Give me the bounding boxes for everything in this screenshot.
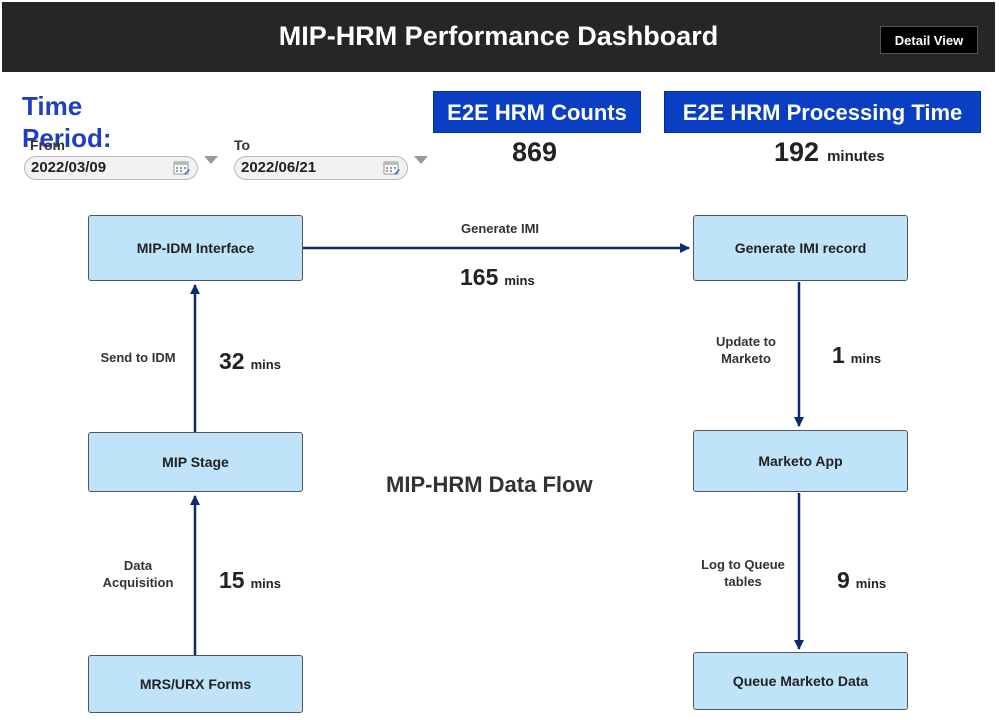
calendar-icon[interactable]: [383, 160, 401, 176]
edge-metric-unit: mins: [250, 357, 281, 372]
e2e-processing-value: 192 minutes: [774, 137, 885, 168]
node-mip-stage: MIP Stage: [88, 432, 303, 492]
dashboard-header: MIP-HRM Performance Dashboard Detail Vie…: [2, 2, 995, 72]
e2e-processing-header: E2E HRM Processing Time: [664, 91, 981, 133]
detail-view-button[interactable]: Detail View: [880, 26, 978, 54]
edge-metric-update-to-marketo: 1 mins: [832, 342, 881, 369]
edge-metric-generate-imi: 165 mins: [460, 264, 535, 291]
processing-time-unit: minutes: [827, 148, 885, 165]
edge-metric-value: 165: [460, 264, 499, 290]
from-date-input[interactable]: 2022/03/09: [24, 156, 198, 180]
to-date-value: 2022/06/21: [241, 159, 317, 176]
edge-metric-unit: mins: [855, 576, 887, 591]
node-generate-imi-record: Generate IMI record: [693, 215, 908, 281]
calendar-icon[interactable]: [173, 160, 191, 176]
node-queue-marketo-data: Queue Marketo Data: [693, 652, 908, 710]
edge-metric-unit: mins: [250, 576, 281, 591]
edge-metric-log-to-queue: 9 mins: [837, 567, 886, 594]
edge-metric-unit: mins: [850, 351, 882, 366]
to-date-input[interactable]: 2022/06/21: [234, 156, 408, 180]
node-mrs-urx-forms: MRS/URX Forms: [88, 655, 303, 713]
edge-label-log-to-queue: Log to Queue tables: [701, 557, 785, 589]
edge-label-data-acquisition: Data Acquisition: [102, 558, 174, 590]
edge-metric-value: 9: [837, 567, 850, 593]
edge-metric-data-acquisition: 15 mins: [219, 567, 281, 594]
edge-label-update-to-marketo: Update to Marketo: [716, 334, 776, 366]
edge-metric-send-to-idm: 32 mins: [219, 348, 281, 375]
from-label: From: [30, 137, 65, 153]
edge-metric-value: 1: [832, 342, 845, 368]
edge-metric-unit: mins: [504, 273, 535, 288]
edge-label-send-to-idm: Send to IDM: [100, 350, 176, 365]
e2e-counts-value: 869: [512, 137, 558, 167]
dashboard-title: MIP-HRM Performance Dashboard: [278, 21, 719, 51]
e2e-counts-header: E2E HRM Counts: [433, 91, 641, 133]
node-marketo-app: Marketo App: [693, 430, 908, 492]
node-mip-idm-interface: MIP-IDM Interface: [88, 215, 303, 281]
to-label: To: [234, 137, 251, 153]
from-date-dropdown-icon[interactable]: [204, 156, 218, 164]
time-period-label: Time Period:: [22, 91, 112, 153]
edge-metric-value: 32: [219, 348, 245, 374]
from-date-value: 2022/03/09: [31, 159, 107, 176]
edge-label-generate-imi: Generate IMI: [460, 221, 540, 236]
flow-title: MIP-HRM Data Flow: [386, 472, 593, 497]
processing-time-number: 192: [774, 137, 820, 167]
edge-metric-value: 15: [219, 567, 245, 593]
to-date-dropdown-icon[interactable]: [414, 156, 428, 164]
